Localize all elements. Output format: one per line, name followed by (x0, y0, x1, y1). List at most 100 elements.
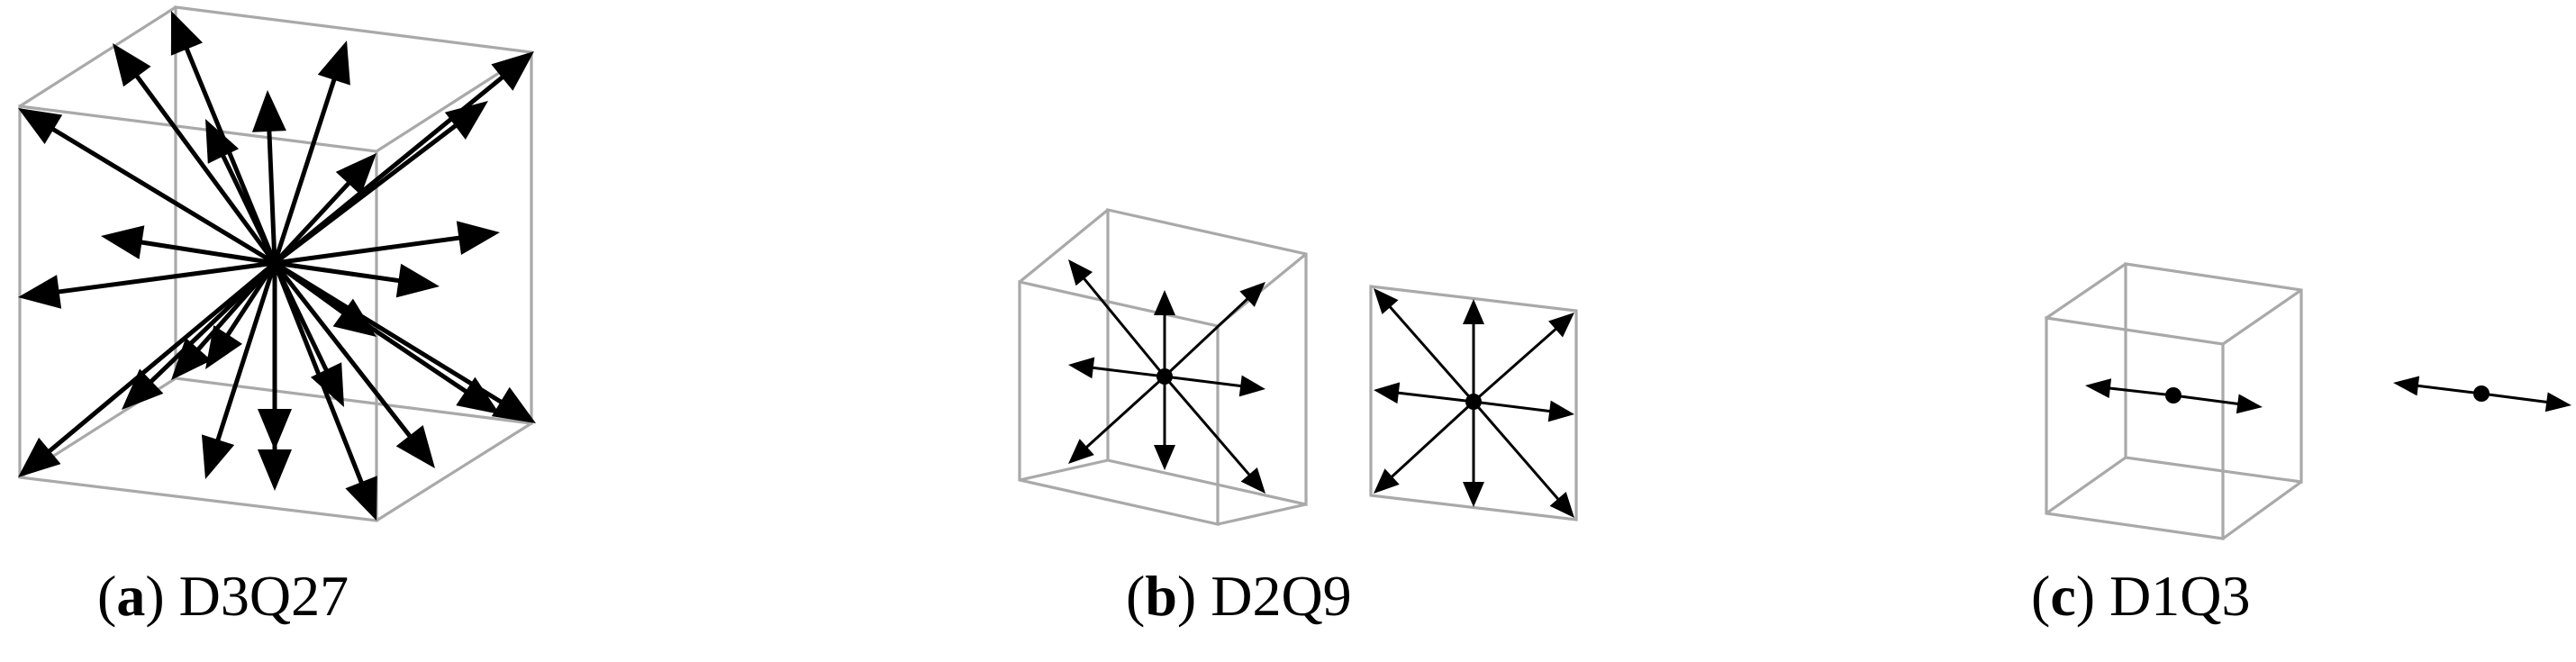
arrow-a-19-head (201, 434, 235, 479)
arrow-a-18-head (18, 437, 61, 477)
arrow-b-square-3-shaft (1396, 391, 1474, 404)
arrow-a-7-shaft (50, 126, 277, 266)
arrow-a-24-head (395, 425, 435, 468)
arrow-b-cube-1-head (1154, 290, 1175, 315)
arrow-b-cube-3-shaft (1091, 366, 1166, 378)
arrow-b-square-4-head (1547, 400, 1574, 422)
arrow-b-cube-4-shaft (1164, 375, 1243, 388)
arrow-b-cube-3-head (1068, 357, 1095, 379)
arrow-a-5-head (251, 90, 286, 132)
panel-b-cube-frame (1018, 208, 1308, 526)
arrow-a-11-head (456, 221, 500, 256)
panel-c-cube-velocity-arrows (2085, 378, 2263, 414)
arrow-a-14-head (205, 325, 243, 369)
panel-b-d2q9-figure (1018, 208, 1578, 526)
arrow-a-12-shaft (57, 260, 276, 295)
arrow-b-square-7-head (1374, 468, 1400, 494)
caption-b: (b) D2Q9 (1126, 567, 1352, 625)
arrow-a-4-head (113, 43, 151, 87)
arrow-c-line-2-shaft (2481, 392, 2549, 404)
arrow-c-cube-1-shaft (2108, 386, 2174, 397)
arrow-c-cube-1-head (2085, 378, 2112, 399)
arrow-b-cube-8-shaft (1163, 376, 1252, 477)
arrow-a-19-shaft (215, 262, 277, 442)
arrow-c-line-1-shaft (2416, 384, 2482, 395)
caption-c-letter: c (2050, 564, 2076, 628)
arrow-b-square-5-head (1374, 288, 1399, 314)
arrow-a-17-head (456, 376, 500, 414)
arrow-a-13-head (395, 263, 440, 298)
arrow-b-square-8-shaft (1472, 401, 1561, 502)
arrow-a-2-shaft (272, 77, 337, 264)
caption-b-close: ) (1176, 564, 1197, 628)
arrow-a-10-shaft (140, 240, 276, 266)
arrow-b-cube-8-head (1240, 467, 1265, 494)
arrow-b-square-8-head (1549, 491, 1574, 518)
arrow-a-20-shaft (272, 262, 365, 485)
arrow-b-cube-2-head (1154, 445, 1175, 470)
caption-c-name: D1Q3 (2109, 564, 2251, 628)
caption-a-close: ) (145, 564, 165, 628)
node-b-square-center (1465, 394, 1482, 410)
arrow-b-square-1-head (1463, 299, 1484, 324)
arrow-a-13-shaft (274, 260, 401, 284)
arrow-a-7-head (18, 108, 63, 145)
panel-c-d1q3-figure (2045, 262, 2571, 540)
arrow-a-23-head (122, 368, 164, 410)
arrow-a-11-shaft (274, 235, 461, 266)
arrow-b-cube-4-head (1238, 375, 1265, 397)
arrow-c-line-2-head (2544, 392, 2571, 413)
arrow-b-square-2-head (1463, 482, 1484, 507)
arrow-a-12-head (18, 275, 62, 309)
panel-a-d3q27-figure (18, 5, 536, 522)
panel-c-cube-frame (2045, 262, 2303, 540)
caption-b-open: ( (1126, 564, 1146, 628)
arrow-a-6-shaft (273, 122, 458, 265)
panel-c-line-velocity-arrows (2393, 376, 2571, 413)
arrow-a-5-shaft (267, 129, 277, 264)
arrow-b-square-5-shaft (1388, 304, 1475, 403)
arrow-a-21-head (171, 337, 212, 380)
caption-a: (a) D3Q27 (97, 567, 349, 625)
arrow-b-cube-7-shaft (1084, 375, 1166, 449)
arrow-b-cube-7-head (1068, 439, 1094, 464)
arrow-b-square-3-head (1374, 382, 1401, 404)
node-b-cube-center (1156, 368, 1173, 385)
caption-a-open: ( (97, 564, 117, 628)
arrow-a-9-shaft (273, 180, 351, 265)
arrow-c-cube-2-head (2236, 394, 2263, 414)
arrow-a-9-head (335, 153, 376, 195)
arrow-a-1-shaft (184, 46, 277, 264)
arrow-a-2-head (317, 41, 350, 86)
arrow-a-25-head (491, 386, 536, 423)
arrow-b-cube-6-shaft (1163, 296, 1250, 378)
arrow-b-cube-6-head (1239, 282, 1265, 307)
caption-a-name: D3Q27 (178, 564, 349, 628)
node-c-line-center (2473, 385, 2490, 402)
arrow-b-square-6-shaft (1473, 327, 1558, 404)
caption-b-name: D2Q9 (1211, 564, 1352, 628)
node-c-cube-center (2165, 387, 2181, 404)
caption-a-letter: a (116, 564, 146, 628)
panel-a-velocity-arrows (18, 11, 536, 521)
arrow-a-4-shaft (134, 73, 277, 265)
arrow-b-square-4-shaft (1473, 400, 1552, 413)
arrow-a-18-shaft (47, 261, 277, 454)
arrow-a-10-head (101, 225, 145, 259)
arrow-a-24-shaft (273, 261, 413, 439)
arrow-c-line-1-head (2393, 376, 2420, 396)
panel-b-square-frame (1369, 285, 1578, 521)
arrow-b-square-6-head (1548, 313, 1574, 338)
caption-c-open: ( (2031, 564, 2051, 628)
arrow-a-23-shaft (149, 261, 277, 385)
arrow-c-cube-2-shaft (2172, 394, 2240, 406)
arrow-a-1-head (170, 11, 204, 56)
panel-b-square-velocity-arrows (1374, 288, 1574, 518)
arrow-b-cube-5-shaft (1082, 277, 1166, 377)
arrow-a-8-shaft (220, 153, 277, 265)
arrow-a-25-shaft (273, 260, 503, 405)
panel-b-cube-velocity-arrows (1068, 259, 1265, 494)
arrow-a-26-head (258, 449, 292, 491)
caption-c-close: ) (2075, 564, 2096, 628)
